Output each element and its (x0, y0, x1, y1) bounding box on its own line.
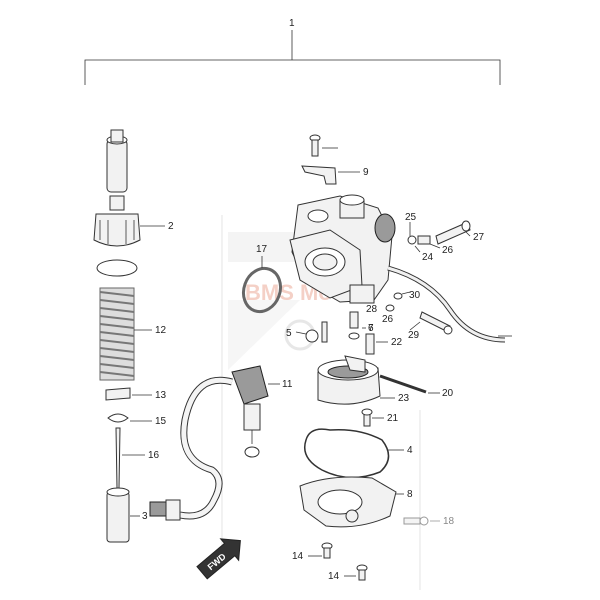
mixing-chamber-top (93, 195, 141, 247)
callout-label: 11 (282, 379, 293, 390)
auto-choke (149, 365, 269, 521)
jet-5 (305, 329, 319, 343)
callout-label: 9 (363, 167, 369, 178)
cable-adjuster (106, 129, 128, 193)
carburetor-body (289, 194, 396, 304)
screw-9 (309, 134, 321, 157)
float (317, 355, 381, 405)
callout-label: 1 (289, 18, 295, 29)
assembly-bracket: 1 (84, 18, 501, 85)
callout-label: 14 (292, 551, 304, 562)
callout-label: 16 (148, 450, 160, 461)
callout-label: 15 (155, 416, 167, 427)
callout-label: 5 (286, 328, 292, 339)
float-bowl (299, 476, 397, 528)
fwd-arrow: FWD (196, 538, 241, 580)
air-screw-set (407, 220, 471, 245)
jet-6 (321, 321, 328, 343)
callout-label: 6 (368, 323, 374, 334)
o-ring-17 (241, 266, 283, 314)
callout-label: 12 (155, 325, 167, 336)
callout-label: 13 (155, 390, 167, 401)
callout-label: 14 (328, 571, 340, 582)
callout-label: 4 (407, 445, 413, 456)
callout-label: 17 (256, 244, 268, 255)
callout-label: 2 (168, 221, 174, 232)
float-bowl-gasket (304, 428, 390, 479)
throttle-spring (99, 287, 135, 381)
callout-label: 3 (142, 511, 148, 522)
throttle-valve (106, 487, 130, 543)
